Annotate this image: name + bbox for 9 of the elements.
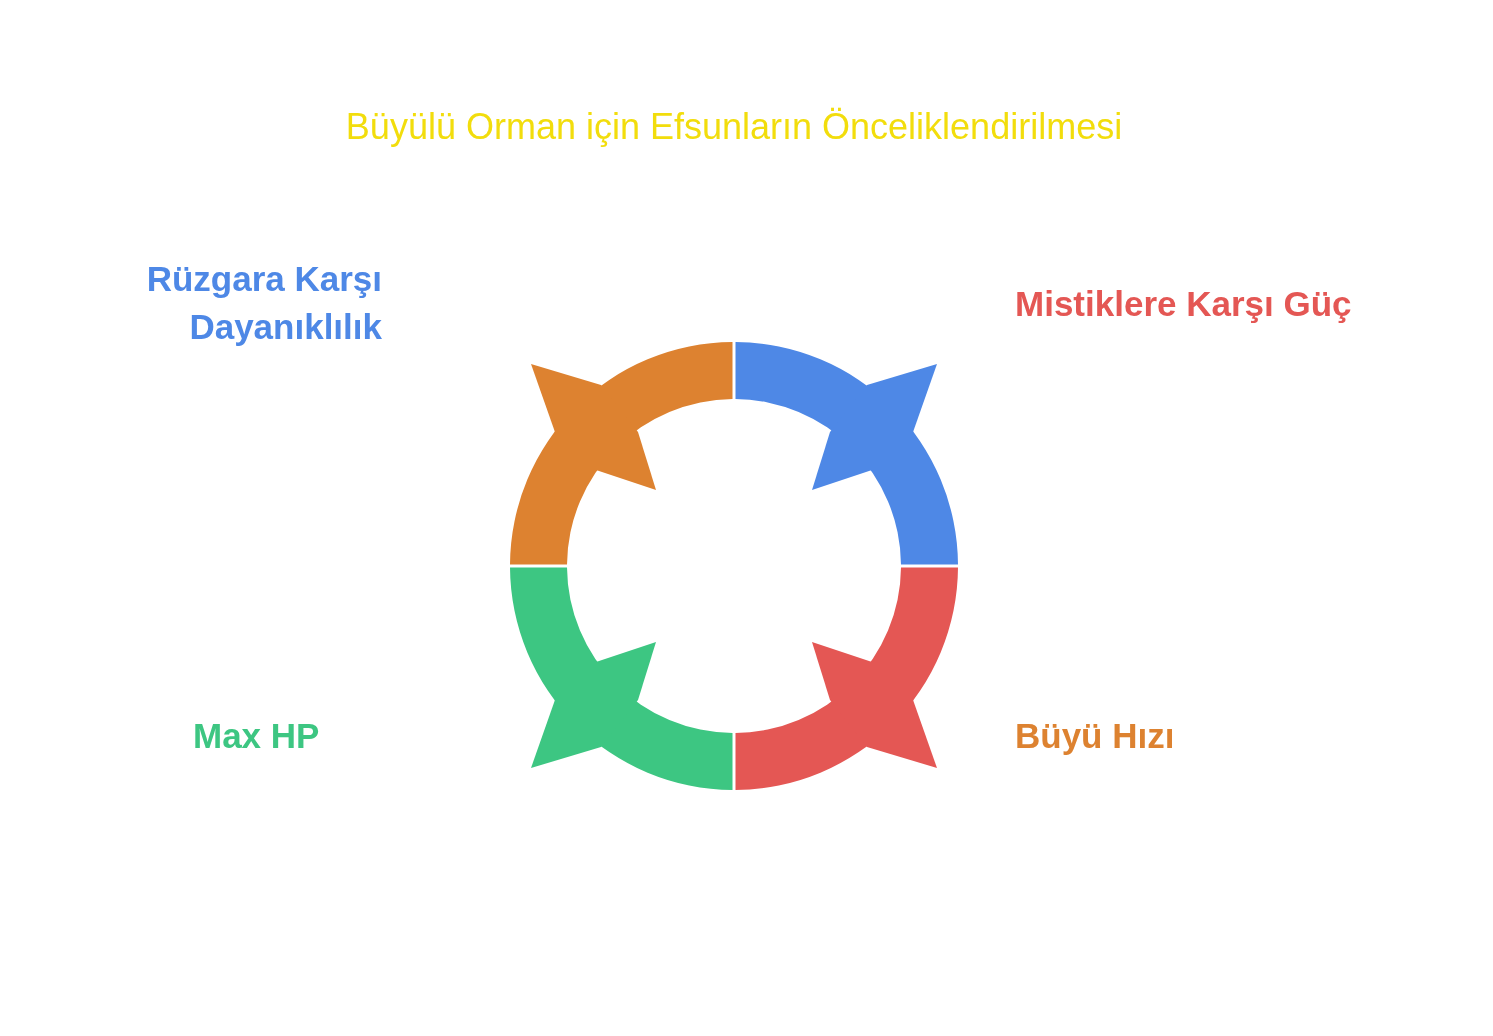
arrow-arc-segment: [735, 342, 958, 565]
segment-label: Mistiklere Karşı Güç: [1015, 283, 1352, 325]
segment-label: Rüzgara Karşı Dayanıklılık: [145, 258, 382, 348]
segment-label: Max HP: [193, 715, 320, 757]
segment-label: Büyü Hızı: [1015, 715, 1175, 757]
arrow-arc-segment: [735, 567, 958, 790]
arrow-arc-segment: [510, 342, 733, 565]
arrow-arc-segment: [510, 567, 733, 790]
title: Büyülü Orman için Efsunların Önceliklendirilmesi: [344, 105, 1124, 149]
